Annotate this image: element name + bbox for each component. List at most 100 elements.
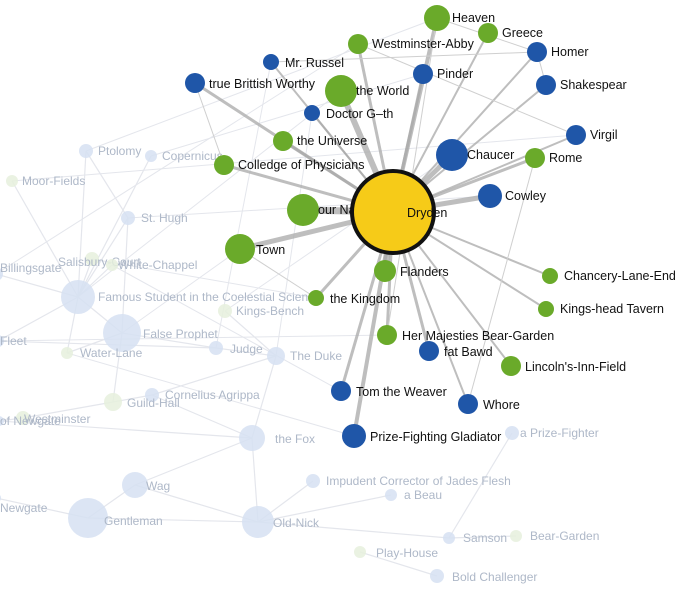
graph-node-circle[interactable] xyxy=(331,381,351,401)
graph-node-circle[interactable] xyxy=(501,356,521,376)
graph-node-circle[interactable] xyxy=(478,184,502,208)
background-node-circle[interactable] xyxy=(106,259,118,271)
background-node[interactable]: Ptolomy xyxy=(79,144,141,158)
background-node[interactable]: Fleet xyxy=(0,334,27,348)
graph-node-circle[interactable] xyxy=(424,5,450,31)
background-node-circle[interactable] xyxy=(104,393,122,411)
background-node[interactable]: Judge xyxy=(209,341,263,356)
background-node[interactable]: White-Chappel xyxy=(106,258,197,272)
graph-node-circle[interactable] xyxy=(287,194,319,226)
background-node[interactable]: of Newgate xyxy=(0,414,61,428)
background-node-circle[interactable] xyxy=(85,252,99,266)
background-node-circle[interactable] xyxy=(218,304,232,318)
graph-node[interactable]: the World xyxy=(325,75,409,107)
graph-node-circle[interactable] xyxy=(214,155,234,175)
graph-node-circle[interactable] xyxy=(304,105,320,121)
background-node[interactable]: Kings-Bench xyxy=(218,304,304,318)
graph-node-circle[interactable] xyxy=(263,54,279,70)
graph-node[interactable]: Pinder xyxy=(413,64,473,84)
graph-node[interactable]: Homer xyxy=(527,42,589,62)
background-node[interactable]: The Duke xyxy=(267,347,342,365)
graph-node-circle[interactable] xyxy=(308,290,324,306)
graph-node-circle[interactable] xyxy=(273,131,293,151)
graph-node-circle[interactable] xyxy=(542,268,558,284)
graph-node[interactable]: Westminster-Abby xyxy=(348,34,475,54)
background-node-circle[interactable] xyxy=(145,150,157,162)
graph-node-circle[interactable] xyxy=(348,34,368,54)
background-node[interactable]: Cornelius Agrippa xyxy=(145,388,260,402)
graph-node[interactable]: Her Majesties Bear-Garden xyxy=(377,325,554,345)
background-node-circle[interactable] xyxy=(0,267,3,281)
center-node[interactable]: Dryden xyxy=(350,169,447,255)
background-node-circle[interactable] xyxy=(68,498,108,538)
graph-node[interactable]: true Brittish Worthy xyxy=(185,73,316,93)
graph-node-circle[interactable] xyxy=(374,260,396,282)
background-node[interactable]: Impudent Corrector of Jades Flesh xyxy=(306,474,511,488)
background-node-circle[interactable] xyxy=(505,426,519,440)
background-node-circle[interactable] xyxy=(61,280,95,314)
graph-node[interactable]: Whore xyxy=(458,394,520,414)
background-node[interactable]: Newgate xyxy=(0,493,48,515)
graph-node-circle[interactable] xyxy=(413,64,433,84)
background-node[interactable]: Water-Lane xyxy=(61,346,143,360)
background-node[interactable]: False Prophet xyxy=(103,314,218,352)
background-node-circle[interactable] xyxy=(122,472,148,498)
background-node[interactable]: Bold Challenger xyxy=(430,569,537,584)
background-node-circle[interactable] xyxy=(0,335,4,347)
background-node[interactable]: Samson xyxy=(443,531,507,545)
background-node[interactable]: a Prize-Fighter xyxy=(505,426,599,440)
background-node-circle[interactable] xyxy=(79,144,93,158)
background-node-circle[interactable] xyxy=(510,530,522,542)
graph-node[interactable]: Virgil xyxy=(566,125,618,145)
background-node-circle[interactable] xyxy=(267,347,285,365)
graph-node[interactable]: Greece xyxy=(478,23,543,43)
background-node[interactable]: Billingsgate xyxy=(0,261,62,281)
background-node[interactable]: Bear-Garden xyxy=(510,529,599,543)
graph-node-circle[interactable] xyxy=(225,234,255,264)
background-node-circle[interactable] xyxy=(443,532,455,544)
graph-node[interactable]: Chancery-Lane-End xyxy=(542,268,676,284)
background-node[interactable]: Wag xyxy=(122,472,170,498)
graph-node-circle[interactable] xyxy=(377,325,397,345)
graph-node[interactable]: Flanders xyxy=(374,260,449,282)
graph-node-circle[interactable] xyxy=(527,42,547,62)
graph-node-circle[interactable] xyxy=(536,75,556,95)
background-node-circle[interactable] xyxy=(242,506,274,538)
background-node-circle[interactable] xyxy=(61,347,73,359)
background-node[interactable]: Westminster xyxy=(16,411,90,426)
background-node[interactable]: a Beau xyxy=(385,488,442,502)
background-node[interactable]: Gentleman xyxy=(68,498,163,538)
graph-node-circle[interactable] xyxy=(419,341,439,361)
graph-node[interactable]: Colledge of Physicians xyxy=(214,155,364,175)
graph-node[interactable]: the Kingdom xyxy=(308,290,400,306)
graph-node-circle[interactable] xyxy=(436,139,468,171)
graph-node[interactable]: Shakespear xyxy=(536,75,627,95)
graph-node-circle[interactable] xyxy=(458,394,478,414)
background-node-circle[interactable] xyxy=(103,314,141,352)
graph-node-circle[interactable] xyxy=(325,75,357,107)
background-node[interactable]: Moor-Fields xyxy=(6,174,85,188)
graph-node-circle[interactable] xyxy=(538,301,554,317)
background-node[interactable]: Play-House xyxy=(354,546,438,560)
background-node[interactable]: Old-Nick xyxy=(242,506,320,538)
graph-node[interactable]: fat Bawd xyxy=(419,341,493,361)
graph-node[interactable]: Chaucer xyxy=(436,139,514,171)
background-node-circle[interactable] xyxy=(354,546,366,558)
graph-node[interactable]: Cowley xyxy=(478,184,547,208)
background-node-circle[interactable] xyxy=(430,569,444,583)
graph-node[interactable]: Heaven xyxy=(424,5,495,31)
background-node[interactable]: Salisbury-Court xyxy=(58,252,141,269)
graph-node-circle[interactable] xyxy=(525,148,545,168)
graph-node-circle[interactable] xyxy=(478,23,498,43)
graph-node[interactable]: Town xyxy=(225,234,285,264)
background-node-circle[interactable] xyxy=(385,489,397,501)
graph-node-circle[interactable] xyxy=(185,73,205,93)
background-node-circle[interactable] xyxy=(209,341,223,355)
center-node-circle[interactable] xyxy=(350,169,436,255)
graph-node[interactable]: Prize-Fighting Gladiator xyxy=(342,424,501,448)
background-node[interactable]: St. Hugh xyxy=(121,211,188,225)
graph-node[interactable]: Kings-head Tavern xyxy=(538,301,664,317)
background-node[interactable]: the Fox xyxy=(239,425,315,451)
background-node-circle[interactable] xyxy=(0,493,1,503)
background-node-circle[interactable] xyxy=(121,211,135,225)
